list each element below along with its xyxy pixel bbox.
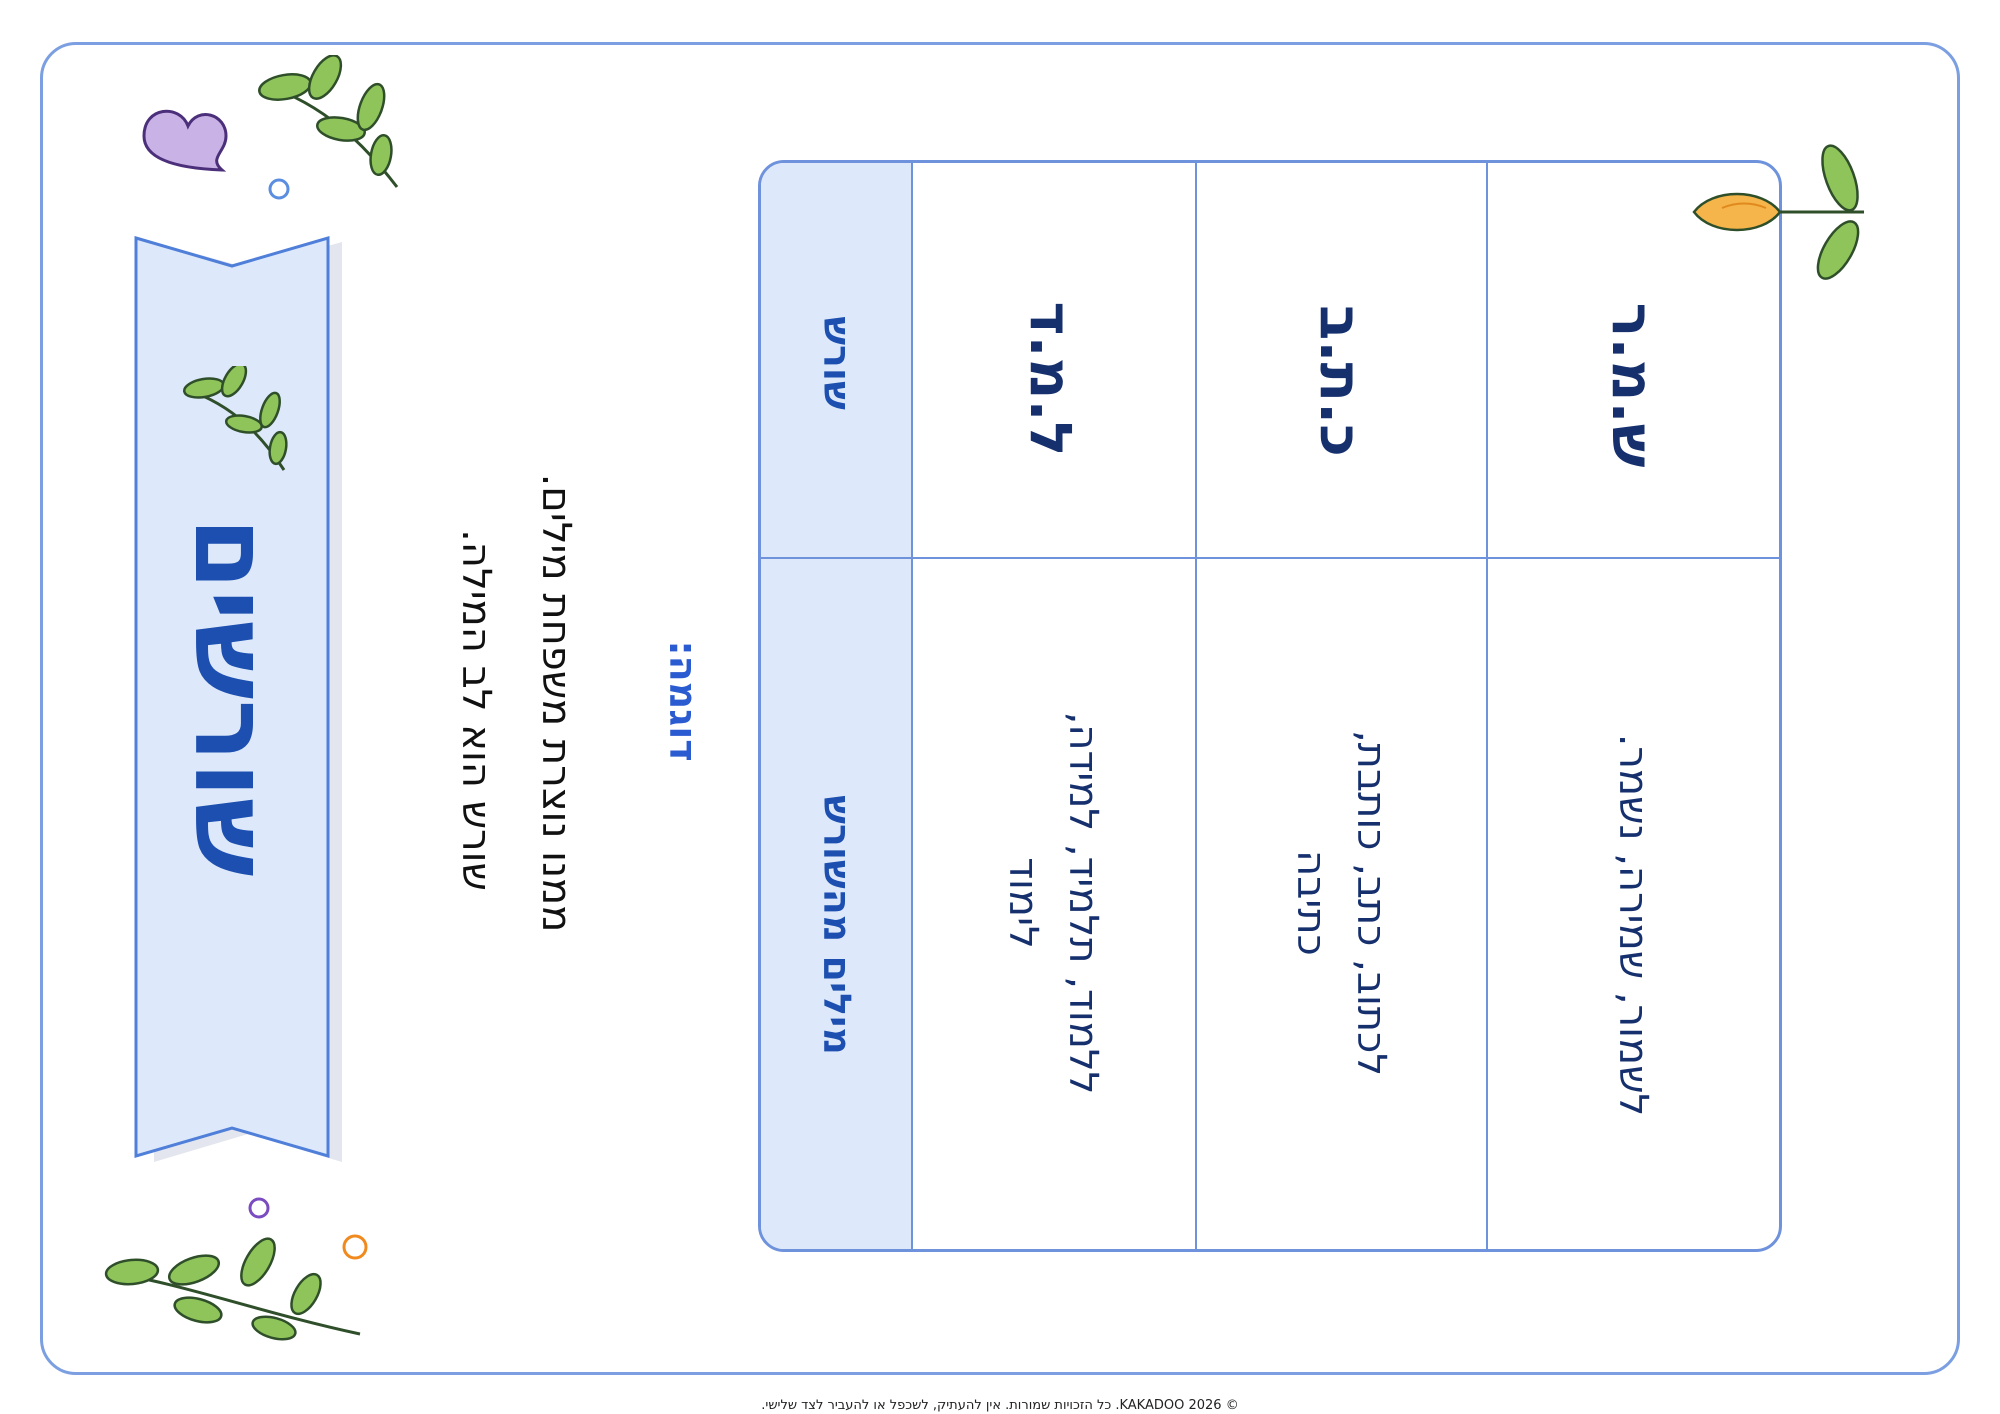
circle-icon — [248, 1197, 270, 1219]
leaf-sprig-icon — [182, 366, 288, 471]
leaf-sprig-icon — [104, 1237, 361, 1341]
page-title: שורשים — [171, 517, 293, 877]
description-line-2: ממנו נוצרת משפחת מילים. — [533, 473, 579, 933]
table-words-line: לשמור, שמירה, נשמר. — [1610, 733, 1656, 1117]
table-words-line: ללמוד, תלמיד, למידה, — [1060, 711, 1106, 1095]
table-header-words: מילים מהשורש — [815, 795, 859, 1055]
table-words-cell: ללמוד, תלמיד, למידה, לימוד — [993, 712, 1113, 1095]
table-words-cell: לשמור, שמירה, נשמר. — [1603, 734, 1663, 1117]
page-frame — [40, 42, 1960, 1375]
flower-sprig-icon — [1692, 144, 1864, 280]
roots-table: שורש מילים מהשורש ל.מ.ד כ.ת.ב ש.מ.ר ללמו… — [758, 160, 1782, 1252]
table-header-root: שורש — [815, 316, 859, 410]
leaf-sprig-icon — [258, 55, 399, 188]
circle-icon — [342, 1234, 368, 1260]
example-label: דוגמה: — [661, 640, 705, 762]
circle-icon — [268, 178, 290, 200]
table-root-cell: כ.ת.ב — [1307, 305, 1375, 457]
table-divider — [1486, 163, 1488, 1249]
table-header-column — [761, 163, 913, 1249]
table-words-cell: לכתוב, כתב, כותבת, כתיבה — [1281, 730, 1401, 1076]
table-words-line: לכתוב, כתב, כותבת, — [1348, 729, 1394, 1077]
table-divider — [761, 557, 1779, 559]
copyright-footer: © KAKADOO 2026. כל הזכויות שמורות. אין ל… — [761, 1398, 1239, 1413]
table-root-cell: ל.מ.ד — [1017, 301, 1085, 457]
table-root-cell: ש.מ.ר — [1599, 302, 1667, 468]
table-divider — [1195, 163, 1197, 1249]
heart-icon — [142, 109, 228, 172]
table-words-line: לימוד — [1000, 857, 1046, 949]
table-words-line: כתיבה — [1288, 850, 1334, 956]
description-line-1: שורש הוא לב המילה. — [453, 529, 499, 891]
title-banner — [134, 236, 330, 1158]
